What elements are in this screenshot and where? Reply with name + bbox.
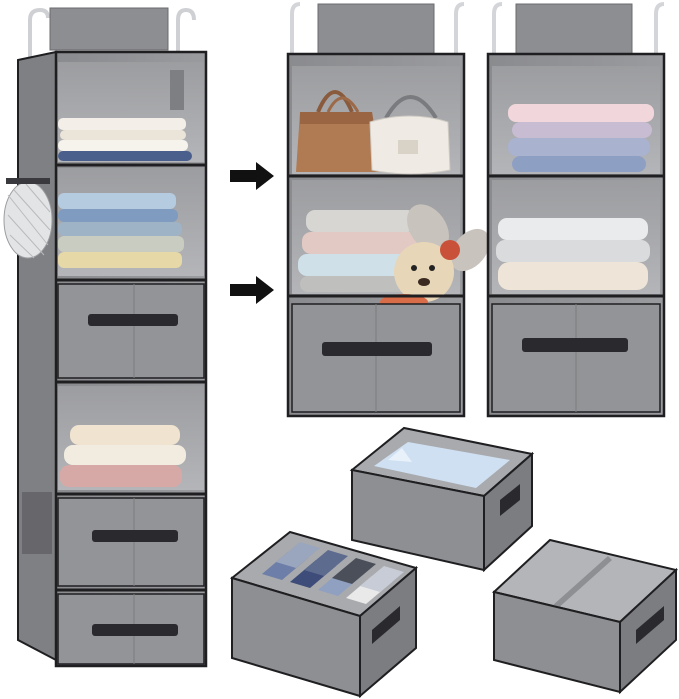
folded-clothes-right-top xyxy=(508,104,654,172)
shirt xyxy=(374,442,510,488)
bin-divider xyxy=(491,538,679,695)
mesh-pocket xyxy=(3,178,53,259)
arrow-top xyxy=(230,162,274,190)
folded-clothes-2 xyxy=(58,193,184,268)
mesh-pocket-lower xyxy=(22,492,52,554)
hook-right xyxy=(176,7,196,62)
bin-divider-panel xyxy=(552,556,612,610)
hook-mid-right xyxy=(454,2,465,55)
hook-left xyxy=(28,7,50,62)
bin-shirt-handle xyxy=(500,484,520,516)
mid-drawer-handle xyxy=(322,342,432,356)
shelf-1-window xyxy=(170,70,184,110)
folded-clothes-1 xyxy=(58,118,192,161)
drawer-1-handle xyxy=(88,314,178,326)
folded-sweaters-right xyxy=(496,218,650,290)
side-panel xyxy=(17,50,57,662)
right-drawer-handle xyxy=(522,338,628,352)
arrow-bottom xyxy=(230,276,274,304)
hook-mid-left xyxy=(290,2,301,55)
arrows xyxy=(230,162,274,304)
middle-organizer xyxy=(286,2,490,418)
right-organizer xyxy=(486,2,666,418)
drawer-1 xyxy=(57,283,205,379)
bin-shirt xyxy=(349,426,535,573)
bin-compartments xyxy=(229,530,419,699)
drawer-3-handle xyxy=(92,624,178,636)
hook-right-left xyxy=(492,2,503,55)
right-top-panel xyxy=(515,3,633,57)
bin-divider-handle xyxy=(636,606,664,644)
bin-compartments-handle xyxy=(372,606,400,644)
handbag-brown xyxy=(296,90,380,172)
socks-grid xyxy=(262,542,404,604)
top-panel xyxy=(49,7,169,51)
tall-organizer xyxy=(3,7,208,668)
mid-top-panel xyxy=(317,3,435,57)
folded-sweaters-mid xyxy=(298,210,420,292)
hook-right-right xyxy=(654,2,665,55)
handbag-white xyxy=(369,95,451,175)
drawer-2-handle xyxy=(92,530,178,542)
folded-clothes-3 xyxy=(60,425,186,487)
plush-toy xyxy=(380,204,490,310)
